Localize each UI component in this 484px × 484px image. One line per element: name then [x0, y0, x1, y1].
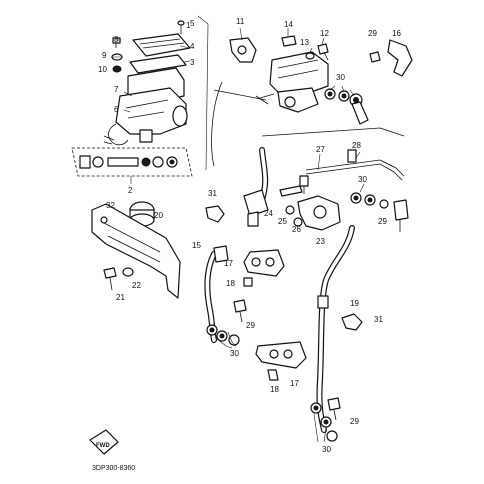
part-label: 17 [224, 259, 233, 268]
part-label: 21 [116, 293, 125, 302]
part-label: 22 [132, 281, 141, 290]
part-label: 20 [154, 211, 163, 220]
forward-arrow-text: FWD [96, 443, 110, 449]
part-label: 29 [368, 29, 377, 38]
part-label: 23 [316, 237, 325, 246]
guard-and-clamps [91, 201, 307, 381]
part-label: 12 [320, 29, 329, 38]
part-label: 4 [190, 42, 195, 51]
diagram-code: 3DP300-8360 [92, 465, 135, 472]
part-label: 3 [190, 58, 195, 67]
piston-kit-box [71, 147, 193, 184]
bracket-line [261, 127, 405, 137]
part-label: 9 [102, 51, 107, 60]
part-label: 17 [290, 379, 299, 388]
part-label: 27 [316, 145, 325, 154]
part-labels: 1 2 3 4 5 6 7 8 9 10 11 12 13 14 15 16 1… [98, 17, 401, 454]
part-label: 26 [292, 225, 301, 234]
part-label: 29 [350, 417, 359, 426]
part-label: 29 [246, 321, 255, 330]
part-label: 14 [284, 20, 293, 29]
part-label: 32 [106, 201, 115, 210]
part-label: 30 [322, 445, 331, 454]
part-label: 7 [114, 85, 119, 94]
part-label: 16 [392, 29, 401, 38]
part-label: 18 [226, 279, 235, 288]
arc-leader [211, 81, 223, 167]
part-label: 31 [208, 189, 217, 198]
forward-arrow: FWD [89, 429, 119, 455]
part-label: 2 [128, 186, 133, 195]
part-label: 30 [230, 349, 239, 358]
part-label: 28 [352, 141, 361, 150]
part-label: 30 [336, 73, 345, 82]
brake-line-lead [213, 89, 267, 101]
part-label: 30 [358, 175, 367, 184]
part-label: 25 [278, 217, 287, 226]
master-cylinder-assembly-left [103, 20, 191, 146]
part-label: 8 [114, 35, 119, 44]
part-label: 6 [114, 105, 119, 114]
divider-line [197, 15, 209, 171]
part-label: 29 [378, 217, 387, 226]
part-label: 31 [374, 315, 383, 324]
part-label: 24 [264, 209, 273, 218]
part-label: 5 [190, 19, 195, 28]
lower-right-hose-parts [310, 295, 363, 443]
part-label: 15 [192, 241, 201, 250]
part-label: 1 [186, 21, 191, 30]
master-cylinder-assembly-right [229, 27, 413, 125]
part-label: 10 [98, 65, 107, 74]
part-label: 19 [350, 299, 359, 308]
brake-hoses-middle [205, 147, 409, 433]
part-label: 18 [270, 385, 279, 394]
part-label: 11 [236, 17, 245, 26]
part-label: 13 [300, 38, 309, 47]
